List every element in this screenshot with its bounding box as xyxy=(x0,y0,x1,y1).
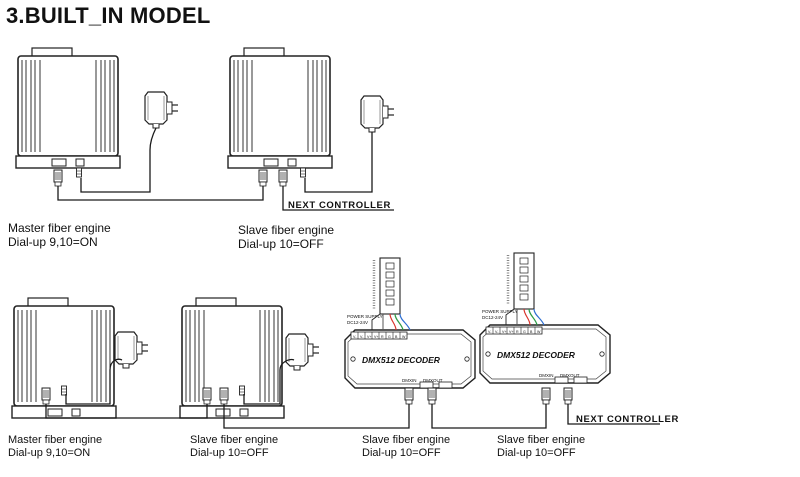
bottom-slave-3-dial: Dial-up 10=OFF xyxy=(497,447,576,459)
bottom-slave-engine xyxy=(179,297,285,419)
top-power-adapter-1 xyxy=(144,91,179,129)
bottom-slave-1-caption: Slave fiber engine Dial-up 10=OFF xyxy=(190,434,278,460)
bottom-next-controller-label: NEXT CONTROLLER xyxy=(576,414,679,425)
bottom-master-dial: Dial-up 9,10=ON xyxy=(8,447,91,459)
bottom-master-name: Master fiber engine xyxy=(8,434,103,446)
top-master-dial: Dial-up 9,10=ON xyxy=(8,235,98,249)
top-wiring xyxy=(57,127,394,211)
bottom-power-adapter-1 xyxy=(114,331,149,369)
bottom-slave-2-name: Slave fiber engine xyxy=(362,434,451,446)
bottom-slave-3-caption: Slave fiber engine Dial-up 10=OFF xyxy=(497,434,585,460)
bottom-power-adapter-2 xyxy=(285,333,320,371)
top-master-plugs xyxy=(53,167,82,187)
bottom-master-engine xyxy=(11,297,117,419)
top-slave-name: Slave fiber engine xyxy=(238,223,335,237)
bottom-slave-1-name: Slave fiber engine xyxy=(190,434,279,446)
bottom-slave-2-caption: Slave fiber engine Dial-up 10=OFF xyxy=(362,434,450,460)
bottom-slave-1-dial: Dial-up 10=OFF xyxy=(190,447,269,459)
top-power-adapter-2 xyxy=(360,95,395,133)
bottom-slave-3-name: Slave fiber engine xyxy=(497,434,586,446)
top-master-caption: Master fiber engine Dial-up 9,10=ON xyxy=(8,221,111,249)
dmx-decoder-2 xyxy=(479,251,611,384)
top-next-controller-label: NEXT CONTROLLER xyxy=(288,200,391,211)
top-slave-dial: Dial-up 10=OFF xyxy=(238,237,324,251)
top-master-engine xyxy=(15,47,121,169)
dmx-decoder-2-plugs xyxy=(541,387,573,405)
top-slave-plugs xyxy=(258,167,306,187)
top-slave-engine xyxy=(227,47,333,169)
dmx-decoder-1-plugs xyxy=(404,387,437,405)
top-slave-caption: Slave fiber engine Dial-up 10=OFF xyxy=(238,223,334,251)
bottom-master-caption: Master fiber engine Dial-up 9,10=ON xyxy=(8,434,102,460)
dmx-decoder-1 xyxy=(344,256,476,389)
bottom-wiring xyxy=(45,358,660,429)
bottom-slave-2-dial: Dial-up 10=OFF xyxy=(362,447,441,459)
top-master-name: Master fiber engine xyxy=(8,221,111,235)
page-title: 3.BUILT_IN MODEL xyxy=(6,3,211,28)
